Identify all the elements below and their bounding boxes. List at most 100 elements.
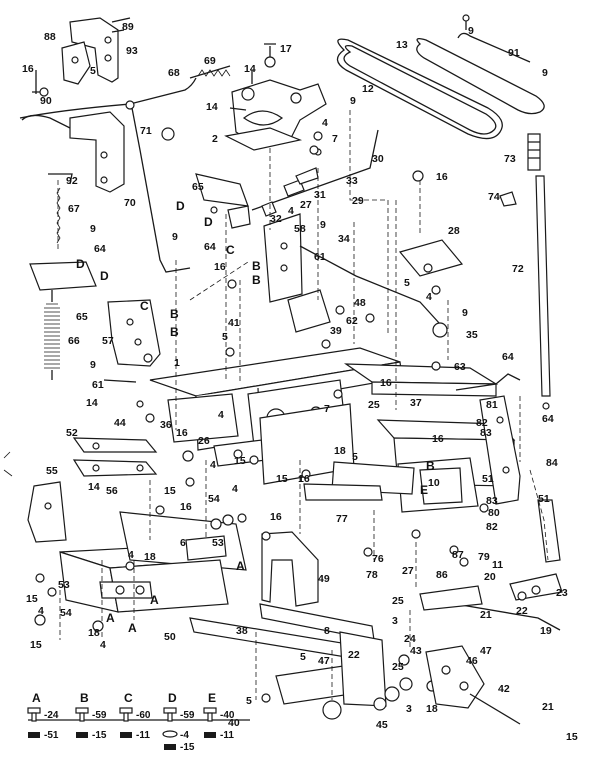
callout-82: 82 <box>476 417 488 429</box>
callout-86: 86 <box>436 569 448 581</box>
callout-32: 32 <box>270 213 282 225</box>
callout-55: 55 <box>46 465 58 477</box>
callout-72: 72 <box>512 263 524 275</box>
callout-47: 47 <box>480 645 492 657</box>
callout-16: 16 <box>270 511 282 523</box>
callout-83: 83 <box>486 495 498 507</box>
callout-49: 49 <box>318 573 330 585</box>
callout-36: 36 <box>160 419 172 431</box>
callout-89: 89 <box>122 21 134 33</box>
callout-38: 38 <box>236 625 248 637</box>
callout-19: 19 <box>540 625 552 637</box>
right-frame <box>303 373 521 513</box>
callout-69: 69 <box>204 55 216 67</box>
callout-27: 27 <box>300 199 312 211</box>
callout-14: 14 <box>206 101 218 113</box>
callout-25: 25 <box>368 399 380 411</box>
callout-15: 15 <box>234 455 246 467</box>
callout-labels: 8988935169068697117141429471213919973303… <box>22 21 578 743</box>
callout-21: 21 <box>480 609 492 621</box>
callout-2: 2 <box>212 133 218 145</box>
callout-90: 90 <box>40 95 52 107</box>
bolt-shank-icon <box>207 712 213 722</box>
callout-16: 16 <box>432 433 444 445</box>
callout-B: B <box>252 273 261 287</box>
bolt-icon <box>163 707 177 714</box>
bracket-49 <box>261 531 319 607</box>
callout-4: 4 <box>210 459 216 471</box>
mounting-plate-upper <box>21 111 125 193</box>
callout-5: 5 <box>300 651 306 663</box>
callout-80: 80 <box>488 507 500 519</box>
callout-18: 18 <box>426 703 438 715</box>
drag-link-19 <box>419 499 563 631</box>
callout-11: 11 <box>492 559 503 571</box>
callout-6: 6 <box>180 537 186 549</box>
callout-25: 25 <box>392 661 404 673</box>
callout-5: 5 <box>246 695 252 707</box>
callout-29: 29 <box>352 195 364 207</box>
callout-8: 8 <box>324 625 330 637</box>
callout-4: 4 <box>288 205 294 217</box>
steering-shaft <box>499 133 551 397</box>
legend-bolt-part: -60 <box>136 710 151 721</box>
callout-53: 53 <box>212 537 224 549</box>
callout-5: 5 <box>404 277 410 289</box>
callout-B: B <box>426 459 435 473</box>
callout-68: 68 <box>168 67 180 79</box>
bolt-icon <box>75 707 89 714</box>
lever-28 <box>398 239 464 295</box>
callout-63: 63 <box>454 361 466 373</box>
bolt-icon <box>119 707 133 714</box>
callout-12: 12 <box>362 83 374 95</box>
callout-16: 16 <box>22 63 34 75</box>
chain-and-spring <box>29 173 97 380</box>
callout-13: 13 <box>396 39 408 51</box>
callout-E: E <box>420 483 428 497</box>
callout-B: B <box>170 307 179 321</box>
drive-belts <box>336 14 545 140</box>
callout-52: 52 <box>66 427 78 439</box>
callout-67: 67 <box>68 203 80 215</box>
legend-nut-part: -11 <box>220 730 234 741</box>
callout-16: 16 <box>214 261 226 273</box>
callout-3: 3 <box>406 703 412 715</box>
callout-65: 65 <box>76 311 88 323</box>
legend-nut-part: -11 <box>136 730 150 741</box>
callout-22: 22 <box>348 649 360 661</box>
callout-A: A <box>106 611 115 625</box>
callout-5: 5 <box>90 65 96 77</box>
callout-64: 64 <box>542 413 554 425</box>
callout-27: 27 <box>402 565 414 577</box>
callout-41: 41 <box>228 317 240 329</box>
nut-icon <box>28 732 40 738</box>
callout-A: A <box>236 559 245 573</box>
nut-icon <box>120 732 132 738</box>
upper-mount-58 <box>263 213 331 333</box>
callout-45: 45 <box>376 719 388 731</box>
callout-16: 16 <box>380 377 392 389</box>
callout-9: 9 <box>542 67 548 79</box>
legend-nut-part: -15 <box>92 730 107 741</box>
callout-A: A <box>150 593 159 607</box>
legend-letter: C <box>124 691 133 705</box>
callout-54: 54 <box>60 607 72 619</box>
callout-C: C <box>226 243 235 257</box>
callout-71: 71 <box>140 125 152 137</box>
callout-64: 64 <box>204 241 216 253</box>
rail-52 <box>72 437 158 477</box>
callout-51: 51 <box>538 493 550 505</box>
callout-5: 5 <box>352 451 358 463</box>
fastener-legend: A-24-51B-59-15C-60-11D-59-4-15E-40-11 <box>27 691 250 753</box>
callout-A: A <box>128 621 137 635</box>
legend-bolt-part: -40 <box>220 710 235 721</box>
callout-81: 81 <box>486 399 498 411</box>
callout-61: 61 <box>92 379 104 391</box>
legend-nut-part: -15 <box>180 742 195 753</box>
callout-54: 54 <box>208 493 220 505</box>
callout-70: 70 <box>124 197 136 209</box>
callout-9: 9 <box>462 307 468 319</box>
lower-bracket-55 <box>27 481 67 543</box>
callout-40: 40 <box>228 717 240 729</box>
bolt-shank-icon <box>79 712 85 722</box>
